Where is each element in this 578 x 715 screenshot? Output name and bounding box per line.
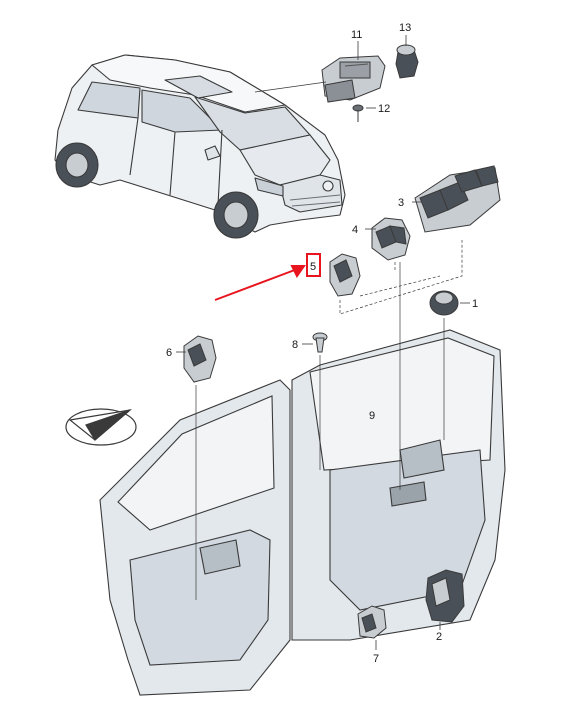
window-motor-icon xyxy=(321,55,386,103)
car-icon xyxy=(54,54,346,239)
window-switch-icon xyxy=(329,253,361,297)
part-label-12: 12 xyxy=(378,103,390,115)
part-label-1: 1 xyxy=(472,298,478,310)
part-label-7: 7 xyxy=(373,653,379,665)
door-panel-icon xyxy=(99,329,506,696)
part-label-4: 4 xyxy=(352,224,358,236)
highlight-box xyxy=(306,253,321,277)
clip-icon xyxy=(429,290,459,316)
part-label-2: 2 xyxy=(436,631,442,643)
fastener-icon xyxy=(312,332,328,353)
part-label-6: 6 xyxy=(166,347,172,359)
switch-icon xyxy=(357,605,387,639)
window-switch-icon xyxy=(414,165,501,233)
part-label-13: 13 xyxy=(399,22,411,34)
part-label-11: 11 xyxy=(351,29,362,41)
part-label-9: 9 xyxy=(369,410,375,422)
window-switch-icon xyxy=(425,569,465,623)
window-switch-icon xyxy=(371,217,411,261)
part-label-5: 5 xyxy=(310,261,316,273)
switch-knob-icon xyxy=(395,44,419,79)
compass-icon xyxy=(65,408,137,446)
bolt-icon xyxy=(352,104,364,122)
part-label-3: 3 xyxy=(398,197,404,209)
arrow-icon xyxy=(214,265,306,301)
part-label-8: 8 xyxy=(292,339,298,351)
window-switch-icon xyxy=(183,335,217,383)
